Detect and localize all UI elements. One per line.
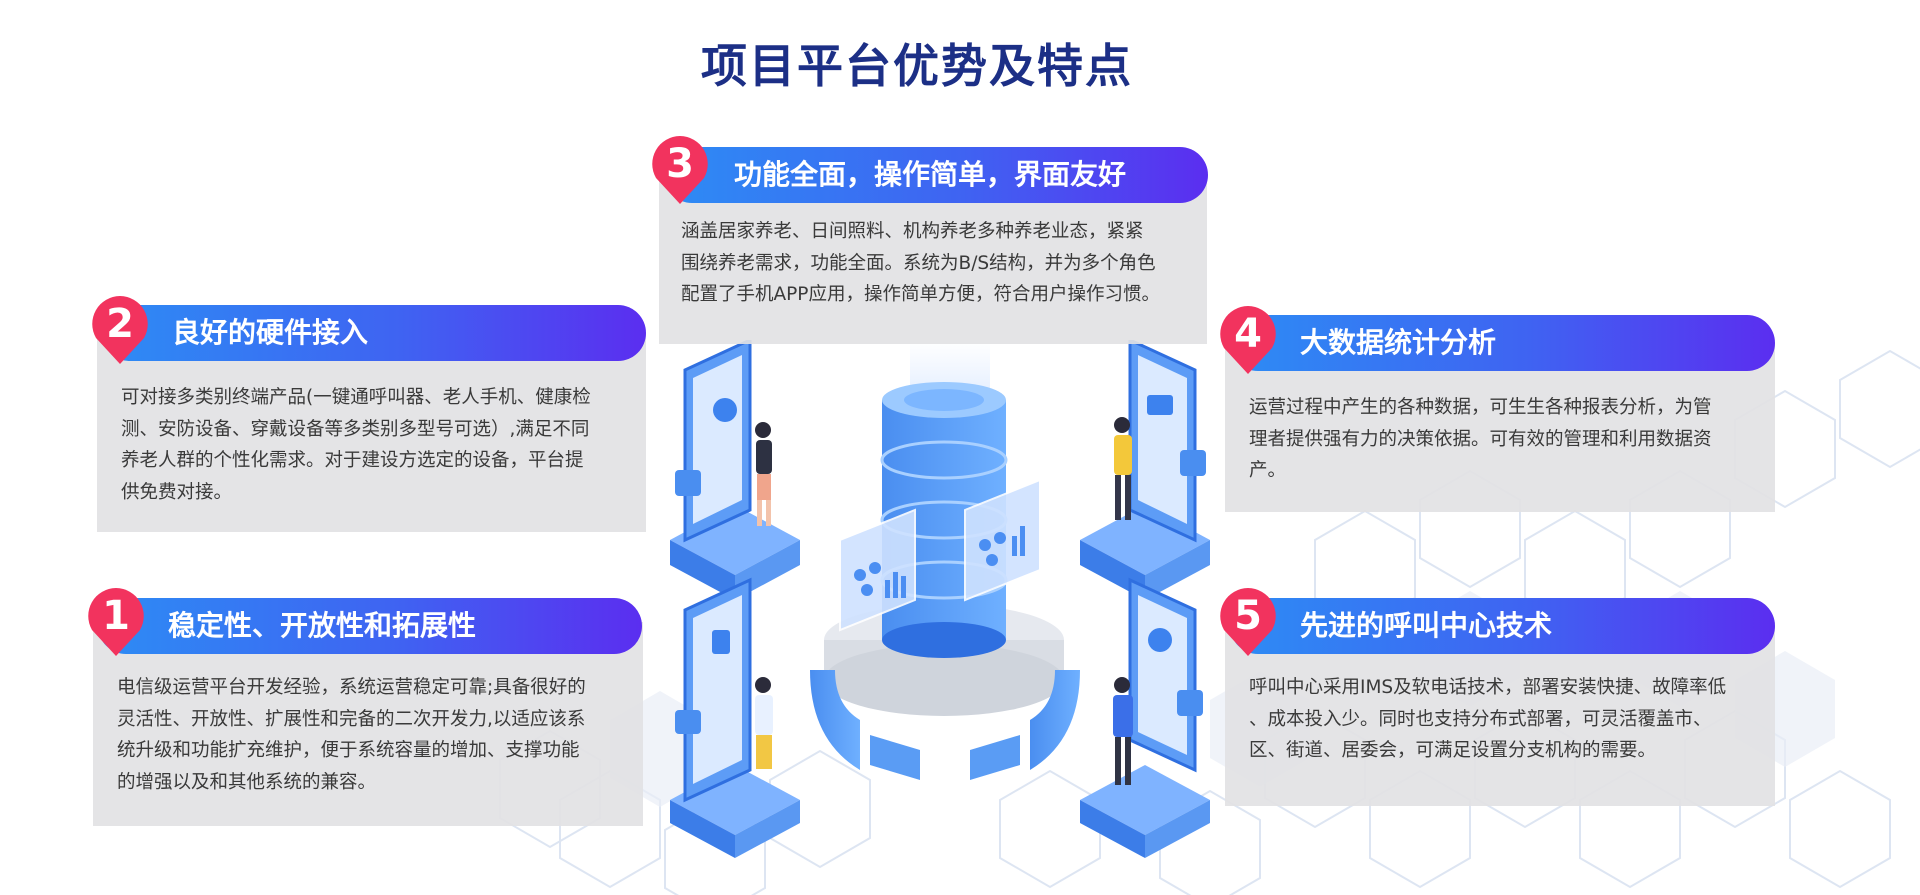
feature-2-badge: 2	[92, 296, 148, 364]
chat-icon	[713, 398, 737, 422]
crown-icon	[1180, 450, 1206, 476]
page-title: 项目平台优势及特点	[701, 39, 1133, 93]
feature-1-line-3: 统升级和功能扩充维护，便于系统容量的增加、支撑功能	[117, 740, 580, 761]
mail-icon	[1147, 395, 1173, 415]
feature-5-badge: 5	[1220, 588, 1276, 656]
feature-1-line-1: 电信级运营平台开发经验，系统运营稳定可靠;具备很好的	[117, 677, 586, 698]
phone-stand-bottom-left	[670, 577, 800, 858]
phone-stand-top-right	[1080, 340, 1210, 600]
feature-1-badge: 1	[88, 588, 144, 656]
pin-badge-icon	[92, 296, 148, 364]
feature-4-badge: 4	[1220, 306, 1276, 374]
message-icon	[1148, 628, 1172, 652]
feature-1-body: 电信级运营平台开发经验，系统运营稳定可靠;具备很好的 灵活性、开放性、扩展性和完…	[93, 622, 643, 826]
feature-2-title: 良好的硬件接入	[172, 316, 369, 349]
feature-2-line-4: 供免费对接。	[121, 481, 233, 503]
feature-2-line-2: 测、安防设备、穿戴设备等多类别多型号可选）,满足不同	[121, 418, 590, 440]
link-icon	[1177, 690, 1203, 716]
feature-3-title: 功能全面，操作简单，界面友好	[734, 158, 1127, 191]
central-illustration	[670, 340, 1210, 858]
keypad-icon	[675, 710, 701, 734]
feature-2-number: 2	[106, 301, 134, 347]
feature-2-line-1: 可对接多类别终端产品(一键通呼叫器、老人手机、健康检	[121, 387, 591, 408]
grid-icon	[675, 470, 701, 496]
feature-5-line-1: 呼叫中心采用IMS及软电话技术，部署安装快捷、故障率低	[1249, 677, 1727, 698]
floating-panel-right	[964, 478, 1041, 602]
feature-1-header: 稳定性、开放性和拓展性	[98, 598, 642, 654]
feature-1-title: 稳定性、开放性和拓展性	[168, 609, 477, 642]
feature-3-number: 3	[666, 141, 694, 187]
phone-stand-bottom-right	[1080, 577, 1210, 858]
pin-badge-icon	[1220, 588, 1276, 656]
feature-1-line-4: 的增强以及和其他系统的兼容。	[117, 771, 377, 793]
pin-badge-icon	[88, 588, 144, 656]
feature-5-header: 先进的呼叫中心技术	[1230, 598, 1775, 654]
feature-4-number: 4	[1234, 311, 1262, 357]
phone-stand-top-left	[670, 340, 800, 600]
feature-5-line-2: 、成本投入少。同时也支持分布式部署，可灵活覆盖市、	[1249, 708, 1712, 730]
feature-1-number: 1	[102, 593, 130, 639]
feature-4-header: 大数据统计分析	[1230, 315, 1775, 371]
feature-3-line-1: 涵盖居家养老、日间照料、机构养老多种养老业态，紧紧	[681, 221, 1144, 242]
pin-badge-icon	[1220, 306, 1276, 374]
feature-5-title: 先进的呼叫中心技术	[1300, 609, 1553, 642]
feature-2-header: 良好的硬件接入	[102, 305, 646, 361]
feature-3-line-3: 配置了手机APP应用，操作简单方便，符合用户操作习惯。	[681, 284, 1160, 305]
feature-4-title: 大数据统计分析	[1300, 326, 1497, 359]
pin-badge-icon	[652, 136, 708, 204]
feature-2-body: 可对接多类别终端产品(一键通呼叫器、老人手机、健康检 测、安防设备、穿戴设备等多…	[97, 332, 646, 532]
feature-5-number: 5	[1234, 593, 1262, 639]
feature-3-badge: 3	[652, 136, 708, 204]
document-icon	[712, 630, 730, 654]
floating-panel-left	[839, 508, 916, 632]
feature-2-line-3: 养老人群的个性化需求。对于建设方选定的设备，平台提	[121, 450, 584, 471]
feature-4-line-2: 理者提供强有力的决策依据。可有效的管理和利用数据资	[1249, 428, 1712, 450]
feature-4-line-1: 运营过程中产生的各种数据，可生生各种报表分析，为管	[1249, 397, 1712, 418]
feature-3-header: 功能全面，操作简单，界面友好	[664, 147, 1208, 203]
feature-5-line-3: 区、街道、居委会，可满足设置分支机构的需要。	[1249, 740, 1657, 761]
feature-1-line-2: 灵活性、开放性、扩展性和完备的二次开发力,以适应该系	[117, 708, 586, 730]
feature-4-line-3: 产。	[1249, 460, 1287, 481]
feature-3-line-2: 围绕养老需求，功能全面。系统为B/S结构，并为多个角色	[681, 252, 1156, 274]
